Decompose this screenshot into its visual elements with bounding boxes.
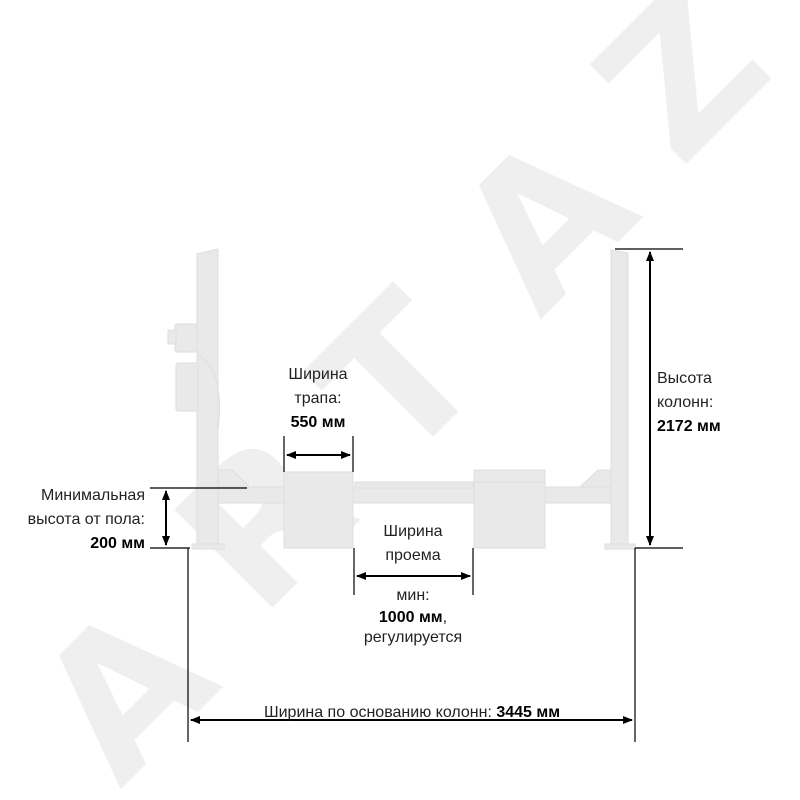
opening-width-value-line: 1000 мм, <box>379 609 447 626</box>
column-height-value: 2172 мм <box>657 418 721 435</box>
right-ramp <box>473 469 546 549</box>
right-column <box>610 249 629 549</box>
left-gusset <box>217 469 252 488</box>
right-column-base <box>604 543 636 550</box>
hydraulic-pump <box>167 323 220 431</box>
dimension-lines <box>150 248 683 742</box>
min-height-subtitle: высота от пола: <box>28 511 145 528</box>
svg-text:A: A <box>0 562 256 800</box>
base-width-label: Ширина по основанию колонн: 3445 мм <box>264 704 560 721</box>
min-height-label: Минимальная высота от пола: 200 мм <box>28 487 145 552</box>
right-gusset <box>578 469 612 488</box>
opening-width-subtitle: проема <box>385 547 440 564</box>
opening-width-note: регулируется <box>364 629 462 646</box>
ramp-width-subtitle: трапа: <box>294 390 341 407</box>
opening-width-min: мин: <box>396 587 429 604</box>
column-height-title: Высота <box>657 370 712 387</box>
middle-plate <box>354 481 474 489</box>
min-height-title: Минимальная <box>41 487 145 504</box>
left-ramp <box>283 471 354 549</box>
min-height-value: 200 мм <box>90 535 145 552</box>
base-width-title: Ширина по основанию колонн: <box>264 704 496 721</box>
lift-structure <box>167 248 636 550</box>
ramp-width-value: 550 мм <box>291 414 346 431</box>
crossbeam <box>217 486 612 504</box>
svg-text:A: A <box>416 92 676 352</box>
base-width-value: 3445 мм <box>496 704 560 721</box>
opening-width-title: Ширина <box>383 523 442 540</box>
column-height-subtitle: колонн: <box>657 394 713 411</box>
opening-width-label: Ширина проема мин: 1000 мм, регулируется <box>364 523 462 646</box>
opening-width-value: 1000 мм <box>379 609 443 626</box>
left-column-base <box>191 543 225 550</box>
right-ramp-top <box>473 469 546 483</box>
ramp-width-title: Ширина <box>288 366 347 383</box>
left-column <box>196 248 219 549</box>
column-height-label: Высота колонн: 2172 мм <box>657 370 721 435</box>
svg-text:R: R <box>136 392 396 652</box>
ramp-width-label: Ширина трапа: 550 мм <box>288 366 347 431</box>
opening-width-suffix: , <box>443 609 447 626</box>
